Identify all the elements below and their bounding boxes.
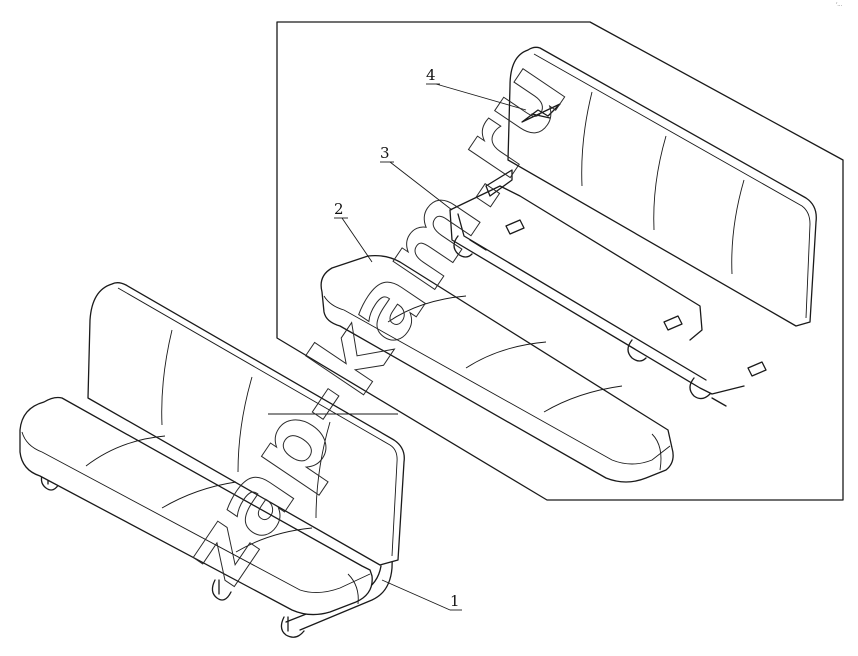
seat-cushion-top: [21, 431, 371, 593]
exploded-view-frame: [276, 21, 844, 501]
exploded-seat-cushion: [320, 254, 674, 483]
cushion-seam: [465, 341, 547, 369]
backrest-seam: [653, 135, 667, 231]
callout-label-4: 4: [426, 66, 436, 84]
callout-4: 4: [426, 66, 527, 111]
backrest-emblem: [521, 103, 561, 123]
frame-bracket: [747, 361, 767, 377]
backrest-body: [507, 46, 817, 327]
seat-leg: [280, 616, 305, 638]
cushion-seam: [543, 385, 623, 413]
backrest-seam: [315, 421, 331, 519]
cushion-seam: [387, 295, 467, 323]
callout-3: 3: [380, 144, 453, 211]
backrest-seam: [581, 91, 593, 187]
frame-rail-inner: [457, 213, 707, 381]
exploded-seat-frame: [449, 185, 767, 407]
seat-cushion-end: [347, 573, 359, 605]
frame-bracket: [505, 219, 525, 235]
seat-cushion-seam: [161, 481, 237, 509]
backrest-seam: [731, 179, 745, 275]
frame-rail-front: [449, 209, 745, 395]
callout-label-1: 1: [450, 592, 460, 610]
frame-leg: [689, 377, 727, 407]
backrest-seam: [237, 376, 253, 473]
exploded-backrest: [485, 46, 817, 327]
callout-label-3: 3: [380, 144, 390, 162]
callout-2: 2: [334, 200, 373, 263]
frame-rail-back: [449, 185, 703, 341]
frame-leg: [453, 235, 487, 258]
seat-cushion-seam: [235, 527, 313, 553]
seat-cushion-seam: [85, 435, 166, 467]
corner-mark: ʳ…: [836, 2, 842, 8]
backrest-piping: [117, 287, 398, 557]
seat-frame: [299, 459, 396, 631]
cushion-top-edge: [323, 295, 671, 465]
cushion-body: [320, 254, 674, 483]
callout-1: 1: [381, 579, 462, 611]
frame-leg: [627, 339, 647, 362]
backrest-seam: [161, 329, 173, 426]
frame-bracket: [663, 315, 683, 331]
backrest-bracket: [485, 169, 513, 197]
seat-leg: [211, 579, 232, 601]
assembled-seat: [19, 282, 405, 638]
callout-label-2: 2: [334, 200, 344, 218]
cushion-end: [651, 433, 662, 471]
backrest-piping: [533, 53, 811, 319]
